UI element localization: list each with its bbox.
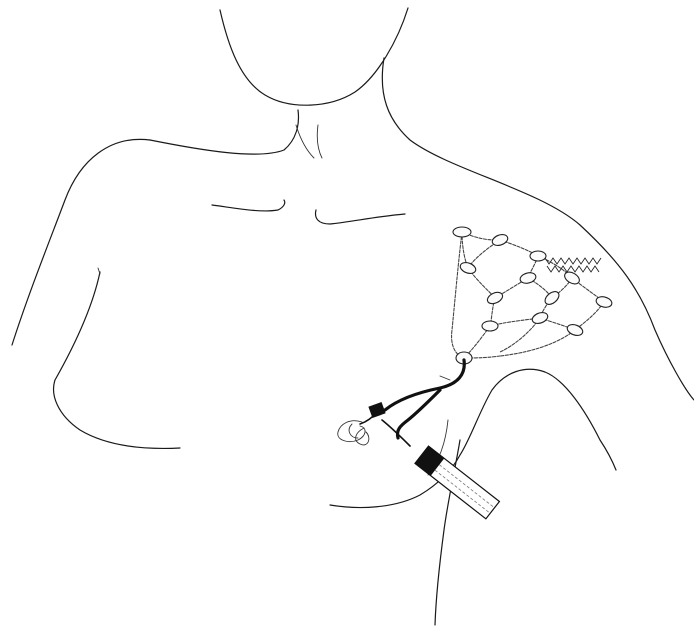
net-node	[543, 289, 562, 307]
right-clavicle-line	[316, 210, 405, 224]
cable-tick	[440, 376, 450, 380]
left-chest-mark	[98, 268, 100, 274]
net-node	[486, 290, 505, 306]
net-node	[459, 261, 477, 276]
left-arm-line	[54, 272, 180, 448]
net-node	[453, 227, 471, 237]
cable-main	[385, 360, 464, 410]
net-node	[531, 311, 549, 326]
cable-connector	[368, 402, 385, 418]
electrode-net	[452, 227, 613, 364]
chin-outline	[220, 8, 408, 105]
left-shoulder-line	[12, 139, 150, 345]
neck-left-line	[150, 110, 298, 154]
cable-to-wires	[360, 412, 377, 424]
lead-cable	[338, 360, 500, 519]
sternum-right-line	[317, 125, 322, 158]
net-strands	[452, 232, 604, 358]
sternum-left-line	[296, 125, 314, 158]
net-node	[482, 321, 498, 331]
net-node	[491, 233, 509, 248]
net-node	[530, 251, 546, 261]
net-node	[519, 271, 537, 285]
loose-wires	[338, 421, 369, 445]
net-coil	[545, 258, 601, 272]
probe-wire	[382, 420, 410, 446]
left-clavicle-line	[212, 200, 285, 211]
